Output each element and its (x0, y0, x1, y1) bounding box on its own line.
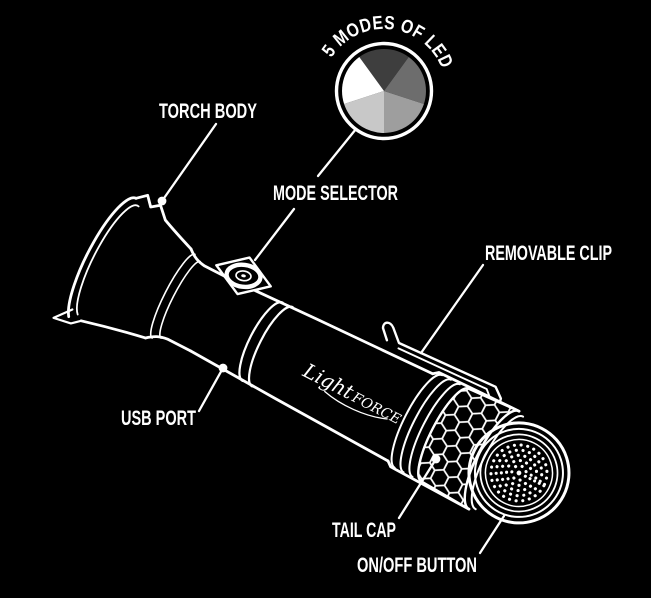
mode-slice-5 (342, 57, 384, 104)
leader-on-off-button (478, 514, 506, 555)
leader-removable-clip (419, 263, 485, 355)
neck-bottom (144, 335, 192, 353)
label-on-off-button: ON/OFF BUTTON (357, 554, 477, 577)
tailcap-rib (390, 373, 444, 469)
face-stipple (489, 443, 549, 503)
label-mode-selector: MODE SELECTOR (273, 182, 398, 205)
neck-top (189, 247, 230, 280)
head-beak (52, 308, 83, 325)
body-bottom (189, 349, 390, 463)
label-torch-body: TORCH BODY (159, 100, 257, 123)
label-tail-cap: TAIL CAP (332, 519, 396, 542)
body-ring (247, 305, 294, 388)
on-off-button-face (467, 421, 571, 525)
selector-center-dot (241, 274, 246, 278)
head-front-rim (67, 196, 138, 319)
clip-outer-edge (381, 321, 503, 409)
tailcap-honeycomb-grip (417, 387, 521, 511)
head-front-rim-inner (76, 204, 140, 316)
tailcap-rib (408, 382, 461, 478)
face-ring (479, 433, 559, 513)
neck (144, 247, 230, 353)
logo-swash (324, 390, 388, 420)
face-outer-ring (467, 421, 571, 525)
mode-slice-3 (384, 91, 424, 133)
mode-slice-2 (384, 57, 426, 104)
magnifier-ring (334, 41, 434, 141)
dot-tail-cap (431, 454, 441, 464)
mode-slice-1 (359, 48, 409, 91)
leader-lines (160, 122, 506, 555)
torch-head (52, 193, 193, 340)
flashlight-illustration: LightFORCE (52, 193, 571, 525)
tailcap-rib (399, 378, 452, 474)
face-ring (484, 438, 554, 508)
label-usb-port: USB PORT (121, 407, 196, 430)
selector-inner-ring (235, 270, 252, 282)
leader-mode-selector-lower (253, 207, 296, 262)
leader-tail-cap (397, 457, 438, 520)
leader-torch-body (160, 122, 218, 203)
leader-dots (157, 196, 441, 464)
dot-torch-body (157, 196, 167, 206)
leader-usb-port (197, 366, 225, 413)
head-bottom-outline (79, 319, 147, 340)
face-ring (473, 427, 564, 518)
neck-ring (159, 260, 202, 339)
label-removable-clip: REMOVABLE CLIP (485, 242, 612, 265)
mode-slice-4 (344, 91, 384, 133)
tail-cap (386, 371, 525, 511)
head-crown-outline (134, 193, 193, 251)
dot-usb-port (218, 363, 228, 373)
selector-ring (224, 262, 263, 290)
neck-ring (149, 253, 196, 339)
body-ring (238, 301, 284, 383)
mode-selector-button (215, 256, 272, 296)
leader-mode-selector-upper (316, 127, 358, 178)
face-center-dot (516, 470, 522, 476)
